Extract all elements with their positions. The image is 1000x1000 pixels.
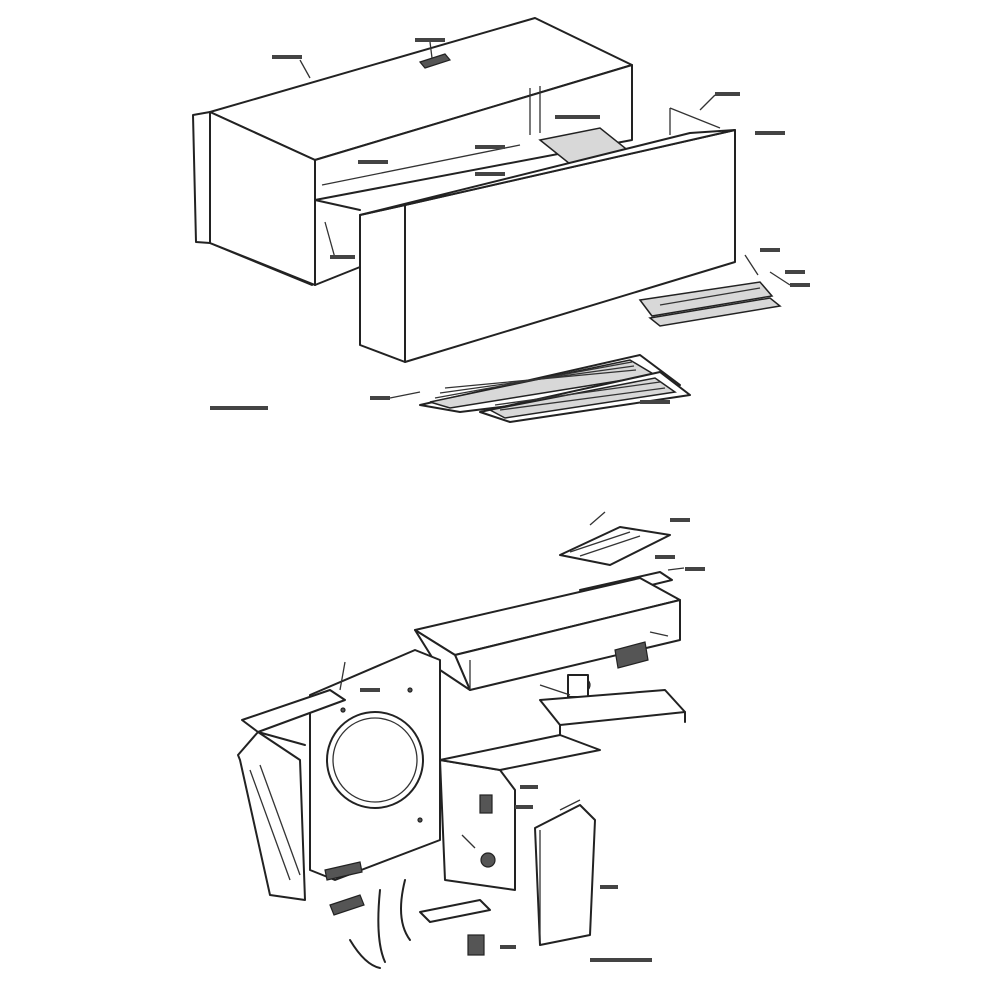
base-pan (539, 689, 686, 736)
callout-label (272, 55, 302, 59)
front-panel (359, 107, 736, 363)
callout-label (785, 270, 805, 274)
callout-label (790, 283, 810, 287)
callout-label (330, 255, 355, 259)
access-cover-panel (534, 804, 596, 946)
coil-frame (237, 689, 346, 901)
callout-label (500, 945, 516, 949)
callout-label (685, 567, 705, 571)
callout-label (475, 145, 505, 149)
control-switch (539, 641, 649, 698)
upper-assembly-view (192, 17, 810, 423)
callout-label (358, 160, 388, 164)
callout-label (515, 805, 533, 809)
callout-label (715, 92, 740, 96)
lower-assembly-view (237, 511, 705, 969)
louver-strip-right (638, 281, 782, 327)
callout-label (640, 400, 670, 404)
fan-bulkhead (309, 649, 441, 881)
figure-code-mark (590, 958, 652, 962)
callout-label (370, 396, 390, 400)
callout-label (555, 115, 600, 119)
callout-label (415, 38, 445, 42)
fan-orifice (326, 711, 424, 809)
air-filter (419, 354, 691, 423)
electrical-compartment (439, 734, 601, 891)
callout-label (755, 131, 785, 135)
wiring-harness (324, 861, 491, 969)
callout-label (600, 885, 618, 889)
upper-callouts (272, 38, 810, 404)
callout-label (655, 555, 675, 559)
cabinet-wrapper (192, 17, 642, 286)
callout-label (670, 518, 690, 522)
callout-label (520, 785, 538, 789)
callout-label (360, 688, 380, 692)
callout-label (760, 248, 780, 252)
callout-label (475, 172, 505, 176)
figure-code-mark (210, 406, 268, 410)
control-box-housing (414, 577, 681, 691)
lower-callouts (339, 511, 705, 949)
